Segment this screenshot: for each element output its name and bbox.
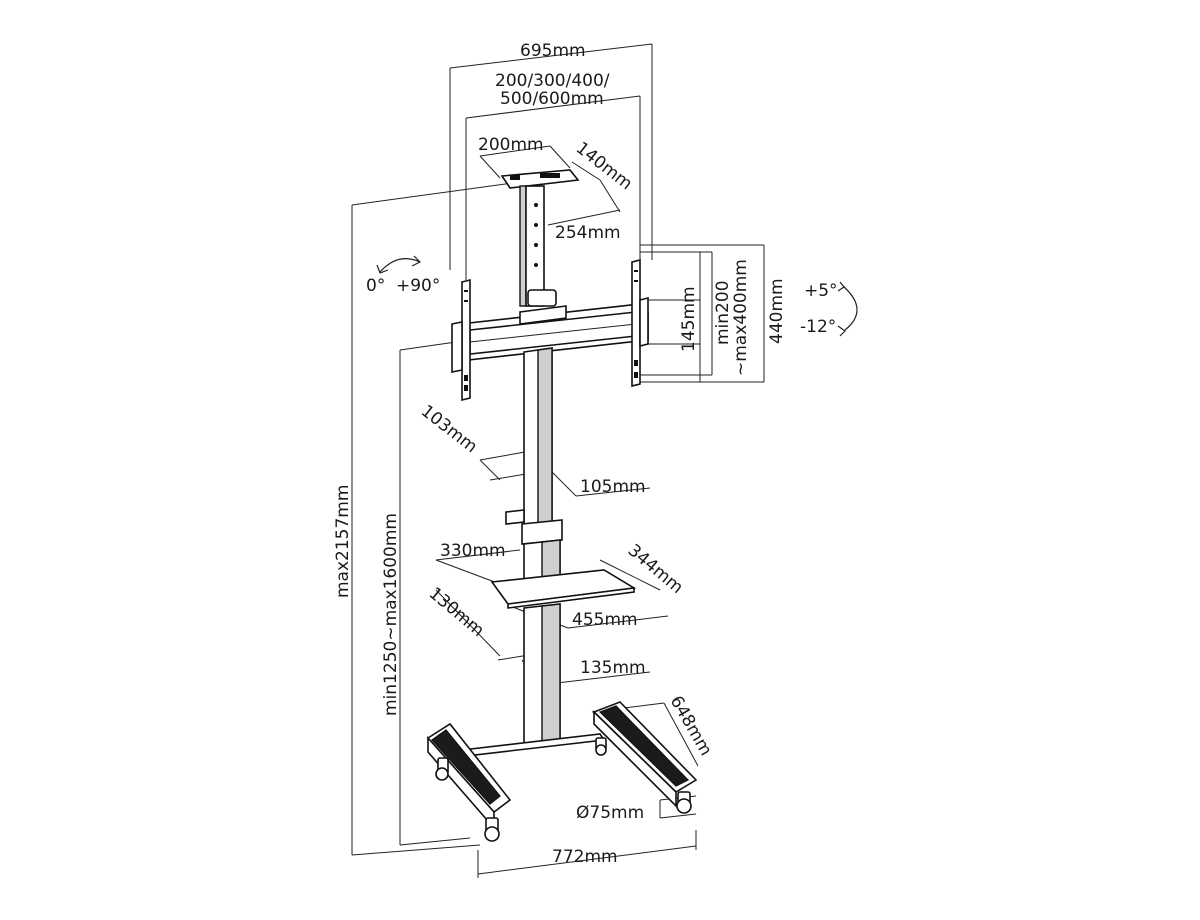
vesa-label-line1: 200/300/400/ (495, 71, 610, 91)
pole-105-label: 105mm (580, 477, 646, 497)
caster-wheel (595, 737, 607, 756)
shelf-330-label: 330mm (440, 541, 506, 561)
max-height-label: max2157mm (333, 485, 353, 598)
bracket-range-label-1: min200 (713, 280, 733, 345)
base-648-label: 648mm (666, 693, 716, 760)
shelf-top-height-label: 254mm (555, 223, 621, 243)
left-vesa-bracket (451, 278, 471, 402)
tilt-indicator: +5° -12° (800, 281, 858, 337)
shelf-slot (510, 175, 520, 180)
crossbar-mount (459, 303, 649, 361)
base-772-label: 772mm (552, 847, 618, 867)
top-shelf-dimensions: 200mm 140mm 254mm (478, 135, 636, 243)
max-height-dimension: max2157mm (333, 181, 521, 856)
overall-width-dimension: 695mm (449, 41, 653, 270)
lower-135-label: 135mm (580, 658, 646, 678)
shelf-slot (540, 173, 560, 178)
rotate-end-label: +90° (396, 276, 440, 296)
shelf-top-width-label: 200mm (478, 135, 544, 155)
caster-wheel (484, 817, 500, 842)
lower-pole (523, 603, 561, 749)
pole-103-label: 103mm (417, 401, 481, 457)
bracket-range-label-2: ~max400mm (731, 259, 751, 376)
tilt-up-label: +5° (804, 281, 838, 301)
shelf-455-label: 455mm (572, 610, 638, 630)
bracket-145-label: 145mm (679, 286, 699, 352)
tilt-down-label: -12° (800, 317, 836, 337)
vesa-dimension: 200/300/400/ 500/600mm (465, 71, 641, 280)
middle-shelf (490, 569, 637, 609)
rotation-indicator: 0° +90° (366, 255, 440, 296)
rotate-start-label: 0° (366, 276, 385, 296)
vesa-label-line2: 500/600mm (500, 89, 604, 109)
bracket-dimensions: 145mm min200 ~max400mm 440mm (640, 244, 787, 383)
base-frame (426, 701, 698, 842)
caster-wheel (435, 757, 449, 781)
caster-label: Ø75mm (576, 803, 644, 823)
right-vesa-bracket (631, 258, 649, 388)
center-height-label: min1250~max1600mm (381, 513, 401, 716)
caster-wheel (676, 791, 692, 814)
top-camera-shelf (500, 169, 580, 307)
bracket-440-label: 440mm (767, 278, 787, 344)
main-pole (505, 347, 563, 585)
overall-width-label: 695mm (520, 41, 586, 61)
lower-130-label: 130mm (425, 584, 488, 641)
